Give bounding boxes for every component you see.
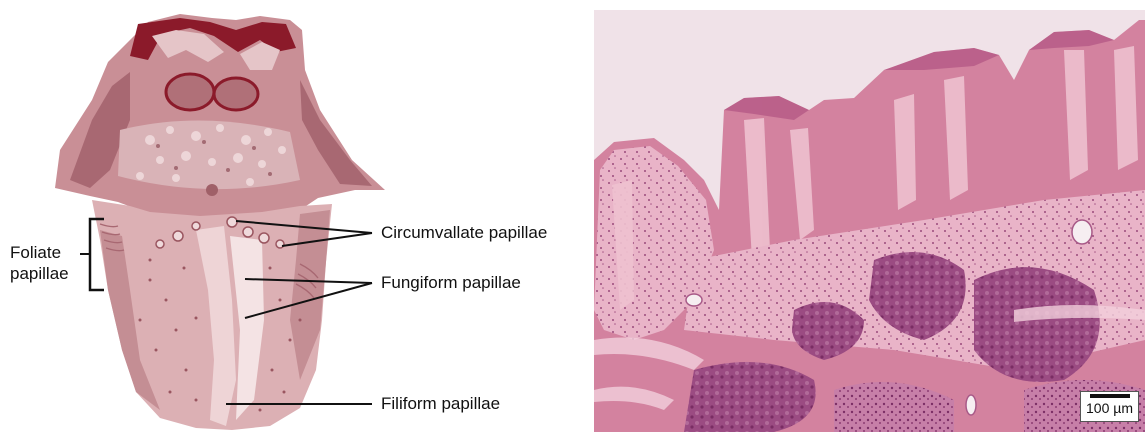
gland-cluster-2 (974, 267, 1100, 382)
circumvallate-label: Circumvallate papillae (381, 223, 547, 243)
micrograph-image (594, 10, 1145, 432)
foliate-label-line2: papillae (10, 263, 69, 284)
filiform-label: Filiform papillae (381, 394, 500, 414)
scale-bar-label: 100 µm (1086, 400, 1133, 416)
micrograph: 100 µm (594, 10, 1145, 432)
tongue-diagram: Foliate papillae Circumvallate papillae … (0, 0, 590, 432)
foliate-label-line1: Foliate (10, 242, 69, 263)
scale-bar: 100 µm (1080, 391, 1139, 422)
scale-bar-line (1090, 394, 1130, 398)
foliate-label: Foliate papillae (10, 242, 69, 284)
gland-cluster-4 (684, 362, 816, 432)
tongue-illustration (0, 0, 590, 432)
fungiform-label: Fungiform papillae (381, 273, 521, 293)
